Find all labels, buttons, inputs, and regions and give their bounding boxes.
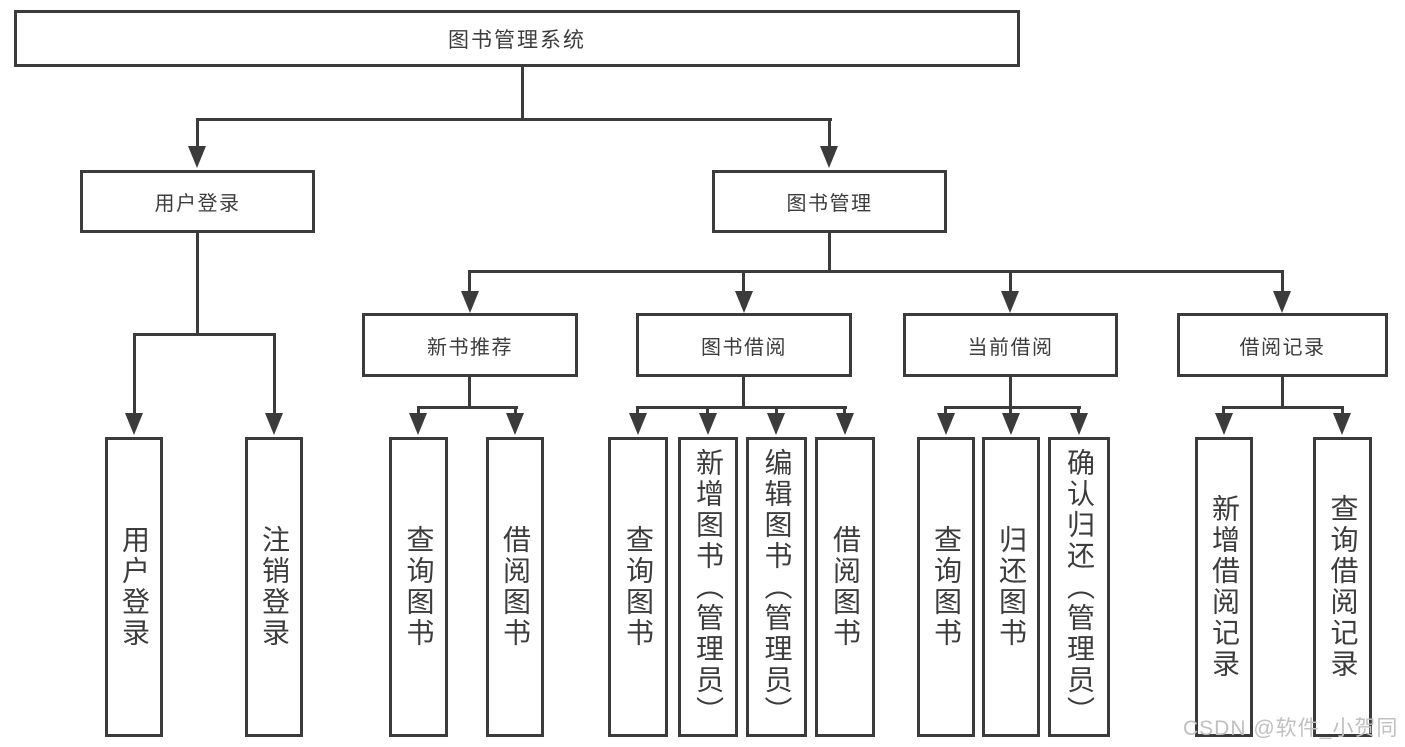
connector-arrow (735, 291, 753, 313)
connector-line (417, 406, 518, 409)
leaf-recommend-query-books-label: 查询图书 (403, 525, 435, 649)
connector-line (133, 333, 276, 336)
connector-line (273, 333, 276, 415)
connector-line (742, 375, 745, 409)
leaf-confirm-return-admin-label: 确认归还（管理员） (1064, 447, 1095, 727)
node-current-borrow: 当前借阅 (903, 313, 1118, 377)
connector-line (1341, 406, 1344, 417)
connector-line (742, 270, 745, 292)
csdn-watermark: CSDN @软件_小贺同学 (1183, 717, 1399, 740)
connector-arrow (820, 146, 838, 168)
node-new-book-recommend-label: 新书推荐 (427, 336, 513, 359)
node-root-label: 图书管理系统 (448, 28, 586, 52)
connector-line (1223, 406, 1344, 409)
leaf-borrow-query-books: 查询图书 (608, 437, 668, 737)
node-user-login: 用户登录 (80, 170, 315, 233)
leaf-return-books: 归还图书 (982, 437, 1040, 737)
leaf-add-books-admin: 新增图书（管理员） (678, 437, 738, 737)
leaf-recommend-query-books: 查询图书 (389, 437, 448, 737)
leaf-borrow-borrow-books-label: 借阅图书 (830, 525, 861, 649)
connector-arrow (1002, 413, 1020, 435)
connector-line (196, 118, 832, 121)
leaf-user-login-label: 用户登录 (119, 525, 150, 649)
leaf-user-login: 用户登录 (105, 437, 163, 737)
leaf-confirm-return-admin: 确认归还（管理员） (1048, 437, 1110, 737)
connector-arrow (125, 413, 143, 435)
leaf-current-query-books: 查询图书 (917, 437, 975, 737)
connector-line (1281, 270, 1284, 292)
connector-line (775, 406, 778, 417)
connector-line (196, 118, 199, 148)
connector-line (133, 333, 136, 415)
node-borrow-records: 借阅记录 (1177, 313, 1388, 377)
connector-arrow (1070, 413, 1088, 435)
connector-line (196, 231, 199, 335)
connector-line (828, 118, 831, 148)
node-root: 图书管理系统 (14, 10, 1020, 67)
connector-arrow (937, 413, 955, 435)
connector-arrow (461, 291, 479, 313)
connector-arrow (188, 146, 206, 168)
node-book-borrow-label: 图书借阅 (701, 336, 787, 359)
leaf-current-query-books-label: 查询图书 (931, 525, 962, 649)
connector-line (1009, 406, 1012, 417)
connector-arrow (409, 413, 427, 435)
connector-arrow (767, 413, 785, 435)
leaf-query-borrow-record-label: 查询借阅记录 (1327, 494, 1359, 680)
connector-line (945, 406, 1081, 409)
leaf-return-books-label: 归还图书 (996, 525, 1027, 649)
connector-arrow (699, 413, 717, 435)
connector-line (944, 406, 947, 417)
connector-line (1281, 375, 1284, 409)
leaf-add-books-admin-label: 新增图书（管理员） (693, 447, 724, 727)
connector-arrow (1001, 291, 1019, 313)
connector-arrow (629, 413, 647, 435)
leaf-borrow-query-books-label: 查询图书 (623, 525, 654, 649)
leaf-add-borrow-record-label: 新增借阅记录 (1209, 494, 1240, 680)
connector-arrow (1333, 413, 1351, 435)
connector-arrow (265, 413, 283, 435)
node-book-management-label: 图书管理 (786, 193, 873, 215)
leaf-borrow-borrow-books: 借阅图书 (815, 437, 875, 737)
node-book-borrow: 图书借阅 (636, 313, 852, 377)
connector-line (1009, 375, 1012, 409)
leaf-edit-books-admin: 编辑图书（管理员） (746, 437, 807, 737)
leaf-logout-label: 注销登录 (259, 525, 290, 649)
leaf-logout: 注销登录 (245, 437, 303, 737)
connector-arrow (506, 413, 524, 435)
connector-arrow (1273, 291, 1291, 313)
leaf-recommend-borrow-books: 借阅图书 (486, 437, 544, 737)
node-current-borrow-label: 当前借阅 (967, 336, 1054, 359)
connector-line (417, 406, 420, 417)
node-new-book-recommend: 新书推荐 (362, 313, 578, 377)
connector-line (1077, 406, 1080, 417)
connector-line (706, 406, 709, 417)
node-user-login-label: 用户登录 (154, 193, 241, 215)
connector-line (514, 406, 517, 417)
connector-line (1222, 406, 1225, 417)
leaf-edit-books-admin-label: 编辑图书（管理员） (761, 447, 793, 727)
connector-line (468, 375, 471, 409)
node-borrow-records-label: 借阅记录 (1239, 336, 1326, 359)
connector-arrow (1215, 413, 1233, 435)
leaf-query-borrow-record: 查询借阅记录 (1313, 437, 1372, 737)
connector-line (468, 270, 471, 292)
connector-arrow (836, 413, 854, 435)
connector-line (843, 406, 846, 417)
connector-line (828, 231, 831, 273)
connector-line (636, 406, 847, 409)
leaf-recommend-borrow-books-label: 借阅图书 (500, 525, 531, 649)
connector-line (521, 66, 524, 120)
connector-line (469, 270, 1284, 273)
leaf-add-borrow-record: 新增借阅记录 (1195, 437, 1253, 737)
connector-line (1009, 270, 1012, 292)
connector-line (636, 406, 639, 417)
node-book-management: 图书管理 (712, 170, 947, 233)
